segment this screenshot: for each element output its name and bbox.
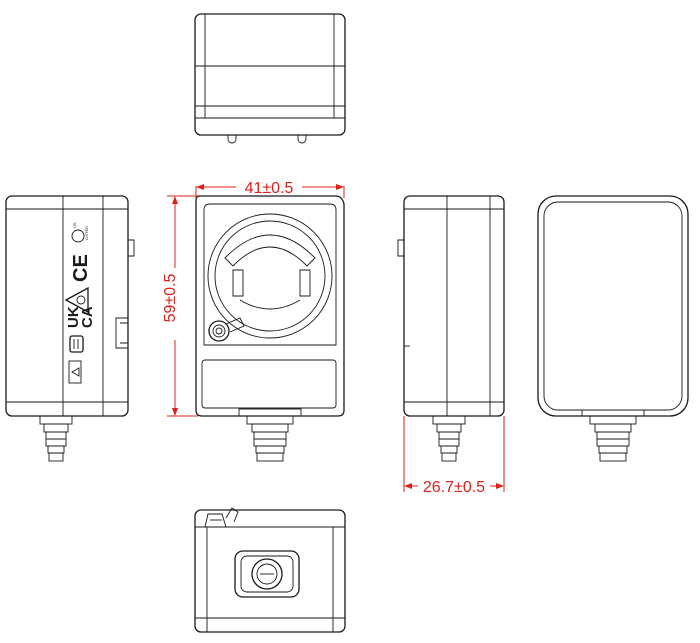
- left-cable-relief: [39, 415, 73, 462]
- back-view: [537, 195, 689, 462]
- width-dimension-label: 41±0.5: [245, 180, 294, 197]
- left-side-view: UK CA CE LISTED US: [5, 195, 135, 462]
- bottom-view: [194, 507, 346, 633]
- height-dimension-label: 59±0.5: [162, 273, 179, 322]
- svg-text:CA: CA: [79, 306, 96, 328]
- ce-mark-icon: CE: [70, 254, 92, 282]
- compliance-label: UK CA CE LISTED US: [64, 222, 96, 328]
- height-dimension: 59±0.5: [162, 195, 198, 417]
- depth-dimension-label: 26.7±0.5: [423, 479, 485, 496]
- svg-text:UK: UK: [65, 306, 82, 328]
- depth-dimension: 26.7±0.5: [403, 416, 505, 496]
- ul-listed-icon: LISTED US: [71, 222, 89, 243]
- right-side-view: [397, 195, 505, 462]
- width-dimension: 41±0.5: [195, 180, 345, 198]
- ukca-mark-icon: UK CA: [65, 306, 96, 328]
- top-view: [194, 13, 346, 144]
- rcm-mark-icon: [64, 286, 89, 314]
- safety-triangle-icon: [68, 360, 82, 384]
- back-cable-relief: [589, 415, 637, 462]
- svg-text:US: US: [72, 222, 77, 228]
- svg-text:LISTED: LISTED: [84, 226, 89, 240]
- front-view: [195, 195, 345, 462]
- front-cable-relief: [246, 415, 294, 462]
- gs-mark-icon: [69, 335, 84, 353]
- right-cable-relief: [432, 415, 466, 462]
